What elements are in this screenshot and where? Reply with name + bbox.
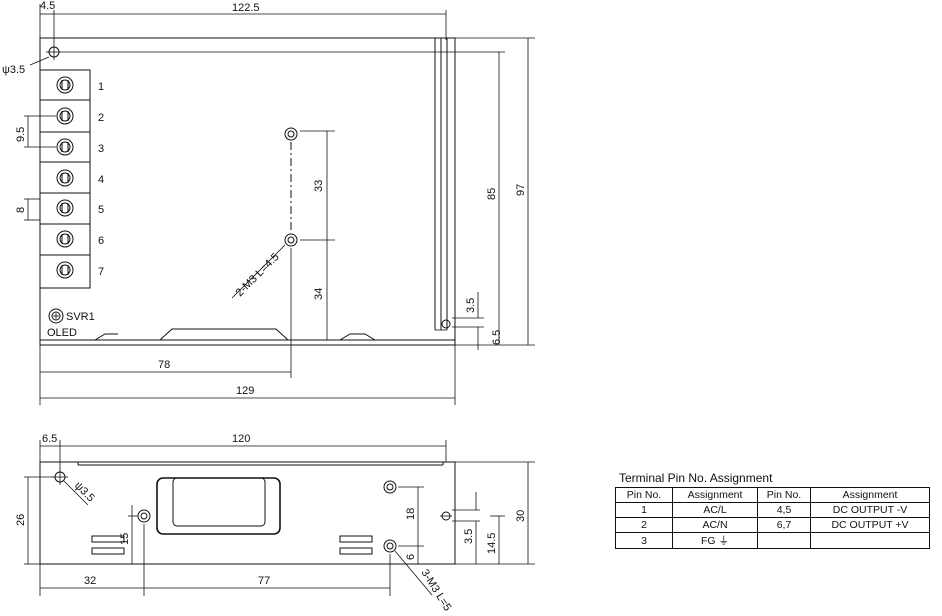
table-cell: 3 <box>615 532 673 549</box>
dim-18: 18 <box>405 508 417 520</box>
terminal-label-7: 7 <box>98 266 104 278</box>
dim-129: 129 <box>236 385 254 397</box>
dim-6-5-side: 6.5 <box>42 433 57 445</box>
table-row: 3 FG ⏚ <box>615 532 930 549</box>
dim-6: 6 <box>405 554 417 560</box>
dim-14-5: 14.5 <box>486 533 498 554</box>
table-cell: 1 <box>615 502 673 518</box>
table-cell: 4,5 <box>757 502 811 518</box>
side-view: ψ3.5 6.5 120 26 15 <box>15 433 535 613</box>
pin-table-title: Terminal Pin No. Assignment <box>619 471 773 485</box>
side-screw-hole-icon-right-upper <box>383 480 397 494</box>
top-view: ψ3.5 1 2 3 4 5 6 <box>2 0 535 405</box>
pcb-hole-icon-upper <box>284 127 298 141</box>
table-cell: AC/N <box>672 517 758 533</box>
svr-label: SVR1 <box>66 311 95 323</box>
terminal-label-2: 2 <box>98 112 104 124</box>
dim-phi3-5-top: ψ3.5 <box>2 64 25 76</box>
dim-32: 32 <box>84 575 96 587</box>
dim-6-5-top: 6.5 <box>491 330 503 345</box>
dim-15: 15 <box>119 533 131 545</box>
terminal-label-4: 4 <box>98 174 104 186</box>
terminal-label-1: 1 <box>98 81 104 93</box>
dim-77: 77 <box>258 575 270 587</box>
dim-9-5: 9.5 <box>15 127 27 142</box>
terminal-label-5: 5 <box>98 204 104 216</box>
terminal-label-6: 6 <box>98 235 104 247</box>
side-screw-hole-icon-right-lower <box>383 539 397 553</box>
dim-122-5: 122.5 <box>232 2 260 14</box>
dim-78: 78 <box>158 359 170 371</box>
svr-potentiometer-icon <box>48 308 64 324</box>
table-cell: DC OUTPUT -V <box>810 502 930 518</box>
table-row: 1 AC/L 4,5 DC OUTPUT -V <box>615 502 930 518</box>
pin-assignment-table: Pin No. Assignment Pin No. Assignment 1 … <box>615 487 930 549</box>
table-cell: DC OUTPUT +V <box>810 517 930 533</box>
dim-120: 120 <box>232 433 250 445</box>
terminal-block: 1 2 3 4 5 6 7 <box>39 69 104 289</box>
led-label: OLED <box>47 327 77 339</box>
terminal-label-3: 3 <box>98 143 104 155</box>
table-cell: 2 <box>615 517 673 533</box>
side-view-outline <box>39 461 456 565</box>
dim-30: 30 <box>515 510 527 522</box>
table-row: 2 AC/N 6,7 DC OUTPUT +V <box>615 517 930 533</box>
dim-3-5-top: 3.5 <box>465 298 477 313</box>
dim-4-5: 4.5 <box>40 0 55 12</box>
screw-note-side: 3-M3 L=5 <box>418 567 453 613</box>
table-cell <box>757 532 811 549</box>
screw-note-top: 2-M3 L=4.5 <box>234 251 282 299</box>
table-cell: 6,7 <box>757 517 811 533</box>
pin-table-header-row: Pin No. Assignment Pin No. Assignment <box>615 487 930 503</box>
pin-assignment-table-wrap: Terminal Pin No. Assignment Pin No. Assi… <box>615 471 930 549</box>
dim-33: 33 <box>313 180 325 192</box>
pin-table-header: Assignment <box>810 487 930 503</box>
dim-3-5-side: 3.5 <box>463 529 475 544</box>
table-cell <box>810 532 930 549</box>
dim-26: 26 <box>15 514 27 526</box>
pcb-hole-icon-lower <box>284 233 298 247</box>
dim-8: 8 <box>15 207 27 213</box>
table-cell: AC/L <box>672 502 758 518</box>
dim-34: 34 <box>313 288 325 300</box>
dim-97: 97 <box>515 184 527 196</box>
side-screw-hole-icon-left <box>137 509 151 523</box>
pin-table-header: Pin No. <box>757 487 811 503</box>
dim-85: 85 <box>486 188 498 200</box>
pin-table-header: Assignment <box>672 487 758 503</box>
table-cell: FG ⏚ <box>672 532 758 549</box>
pin-table-header: Pin No. <box>615 487 673 503</box>
